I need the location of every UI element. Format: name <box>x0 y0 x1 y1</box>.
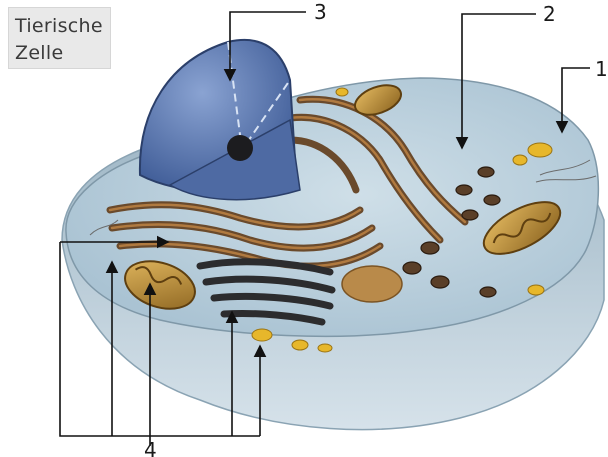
nucleolus <box>227 135 253 161</box>
label-1: 1 <box>595 57 608 81</box>
label-2: 2 <box>543 2 556 26</box>
lysosome <box>342 266 402 302</box>
label-3: 3 <box>314 0 327 24</box>
label-4: 4 <box>144 438 157 457</box>
nucleus <box>140 40 300 200</box>
